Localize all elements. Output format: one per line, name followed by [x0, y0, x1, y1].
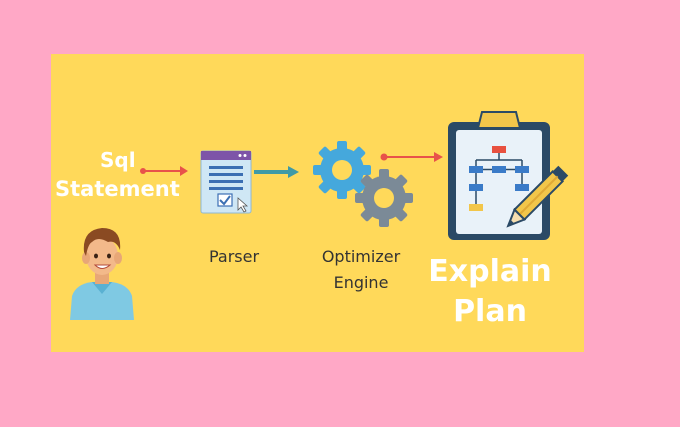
gears-icon	[313, 141, 413, 227]
arrow-input-to-parser	[140, 166, 188, 176]
optimizer-label-line1: Optimizer	[321, 247, 401, 266]
optimizer-label-line2: Engine	[333, 273, 389, 292]
explain-label-line2: Plan	[453, 294, 527, 329]
person-icon	[70, 228, 134, 320]
arrow-optimizer-to-plan	[380, 152, 443, 162]
explain-label-line1: Explain	[428, 254, 552, 289]
arrow-parser-to-optimizer	[254, 166, 299, 178]
document-icon	[200, 150, 252, 214]
parser-label: Parser	[208, 247, 260, 266]
sql-label-line1: Sql	[100, 148, 136, 172]
pencil-icon	[506, 165, 569, 228]
sql-label-line2: Statement	[55, 177, 180, 201]
